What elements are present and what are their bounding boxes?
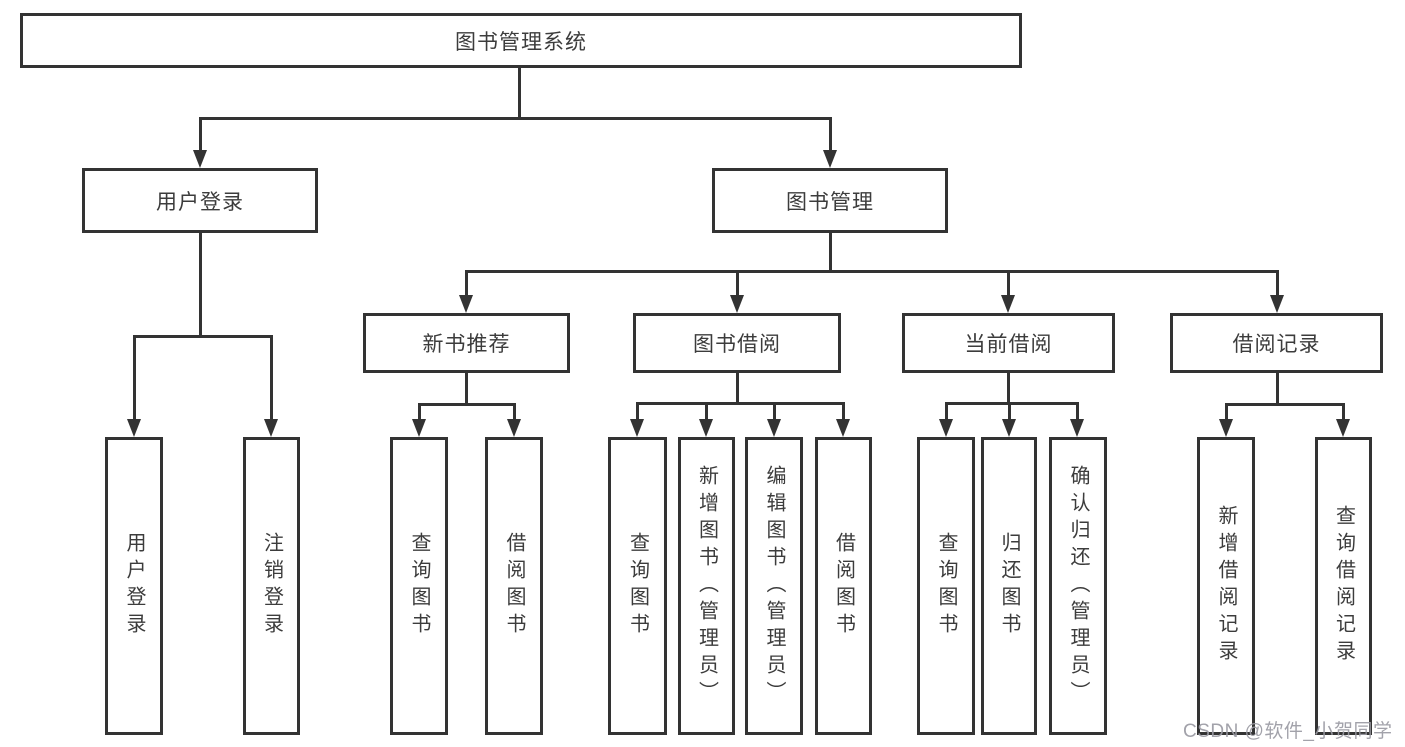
connector-line [842, 402, 845, 421]
arrow-down-icon [193, 150, 207, 168]
leaf-query-book-recommend-label: 查询图书 [408, 532, 430, 640]
arrow-down-icon [507, 419, 521, 437]
connector-line [465, 270, 468, 297]
connector-line [133, 335, 273, 338]
connector-line [945, 402, 948, 421]
connector-line [270, 335, 273, 421]
leaf-add-borrow-record: 新增借阅记录 [1197, 437, 1255, 735]
leaf-user-login-label: 用户登录 [123, 532, 145, 640]
leaf-borrow-book: 借阅图书 [815, 437, 872, 735]
arrow-down-icon [823, 150, 837, 168]
leaf-query-current-book-label: 查询图书 [935, 532, 957, 640]
arrow-down-icon [836, 419, 850, 437]
arrow-down-icon [939, 419, 953, 437]
connector-line [1076, 402, 1079, 421]
connector-line [705, 402, 708, 421]
connector-line [465, 270, 1279, 273]
arrow-down-icon [412, 419, 426, 437]
node-book-borrow: 图书借阅 [633, 313, 841, 373]
arrow-down-icon [630, 419, 644, 437]
arrow-down-icon [730, 295, 744, 313]
connector-line [418, 403, 516, 406]
connector-line [736, 373, 739, 405]
connector-line [1007, 373, 1010, 405]
node-book-borrow-label: 图书借阅 [693, 333, 781, 356]
leaf-add-borrow-record-label: 新增借阅记录 [1215, 505, 1237, 667]
node-borrow-records-label: 借阅记录 [1232, 333, 1321, 356]
connector-line [829, 233, 832, 273]
leaf-add-book-admin-label: 新增图书（管理员） [695, 464, 718, 708]
node-user-login: 用户登录 [82, 168, 318, 233]
leaf-query-current-book: 查询图书 [917, 437, 975, 735]
connector-line [199, 117, 832, 120]
connector-line [418, 403, 421, 421]
leaf-query-book: 查询图书 [608, 437, 667, 735]
node-borrow-records: 借阅记录 [1170, 313, 1383, 373]
node-root: 图书管理系统 [20, 13, 1022, 68]
connector-line [199, 117, 202, 152]
arrow-down-icon [1270, 295, 1284, 313]
connector-line [636, 402, 639, 421]
leaf-query-borrow-record-label: 查询借阅记录 [1332, 505, 1355, 667]
leaf-return-book: 归还图书 [981, 437, 1037, 735]
arrow-down-icon [127, 419, 141, 437]
arrow-down-icon [459, 295, 473, 313]
connector-line [518, 68, 521, 118]
leaf-borrow-book-recommend: 借阅图书 [485, 437, 543, 735]
arrow-down-icon [1001, 295, 1015, 313]
leaf-query-book-recommend: 查询图书 [390, 437, 448, 735]
node-root-label: 图书管理系统 [455, 30, 587, 54]
connector-line [636, 402, 845, 405]
arrow-down-icon [699, 419, 713, 437]
leaf-logout: 注销登录 [243, 437, 300, 735]
leaf-add-book-admin: 新增图书（管理员） [678, 437, 735, 735]
leaf-return-book-label: 归还图书 [998, 532, 1020, 640]
connector-line [736, 270, 739, 297]
connector-line [1225, 403, 1345, 406]
connector-line [1008, 402, 1011, 421]
node-book-management-label: 图书管理 [786, 190, 874, 214]
arrow-down-icon [767, 419, 781, 437]
connector-line [1276, 373, 1279, 406]
arrow-down-icon [264, 419, 278, 437]
connector-line [465, 373, 468, 406]
leaf-query-book-label: 查询图书 [626, 532, 649, 640]
leaf-confirm-return-admin-label: 确认归还（管理员） [1067, 464, 1089, 708]
node-current-borrow: 当前借阅 [902, 313, 1115, 373]
node-new-book-recommend-label: 新书推荐 [422, 333, 511, 356]
connector-line [133, 335, 136, 421]
connector-line [1225, 403, 1228, 421]
connector-line [199, 233, 202, 338]
arrow-down-icon [1219, 419, 1233, 437]
node-current-borrow-label: 当前借阅 [964, 333, 1053, 356]
connector-line [773, 402, 776, 421]
leaf-confirm-return-admin: 确认归还（管理员） [1049, 437, 1107, 735]
connector-line [513, 403, 516, 421]
leaf-query-borrow-record: 查询借阅记录 [1315, 437, 1372, 735]
leaf-logout-label: 注销登录 [260, 532, 283, 640]
leaf-borrow-book-recommend-label: 借阅图书 [503, 532, 525, 640]
arrow-down-icon [1070, 419, 1084, 437]
connector-line [1276, 270, 1279, 297]
connector-line [945, 402, 1079, 405]
connector-line [1342, 403, 1345, 421]
arrow-down-icon [1336, 419, 1350, 437]
csdn-watermark: CSDN @软件_小贺同学 [1183, 721, 1393, 742]
connector-line [829, 117, 832, 152]
leaf-borrow-book-label: 借阅图书 [832, 532, 855, 640]
node-book-management: 图书管理 [712, 168, 948, 233]
connector-line [1007, 270, 1010, 297]
node-new-book-recommend: 新书推荐 [363, 313, 570, 373]
leaf-edit-book-admin: 编辑图书（管理员） [745, 437, 803, 735]
arrow-down-icon [1002, 419, 1016, 437]
node-user-login-label: 用户登录 [156, 190, 244, 214]
leaf-user-login: 用户登录 [105, 437, 163, 735]
leaf-edit-book-admin-label: 编辑图书（管理员） [763, 464, 785, 708]
